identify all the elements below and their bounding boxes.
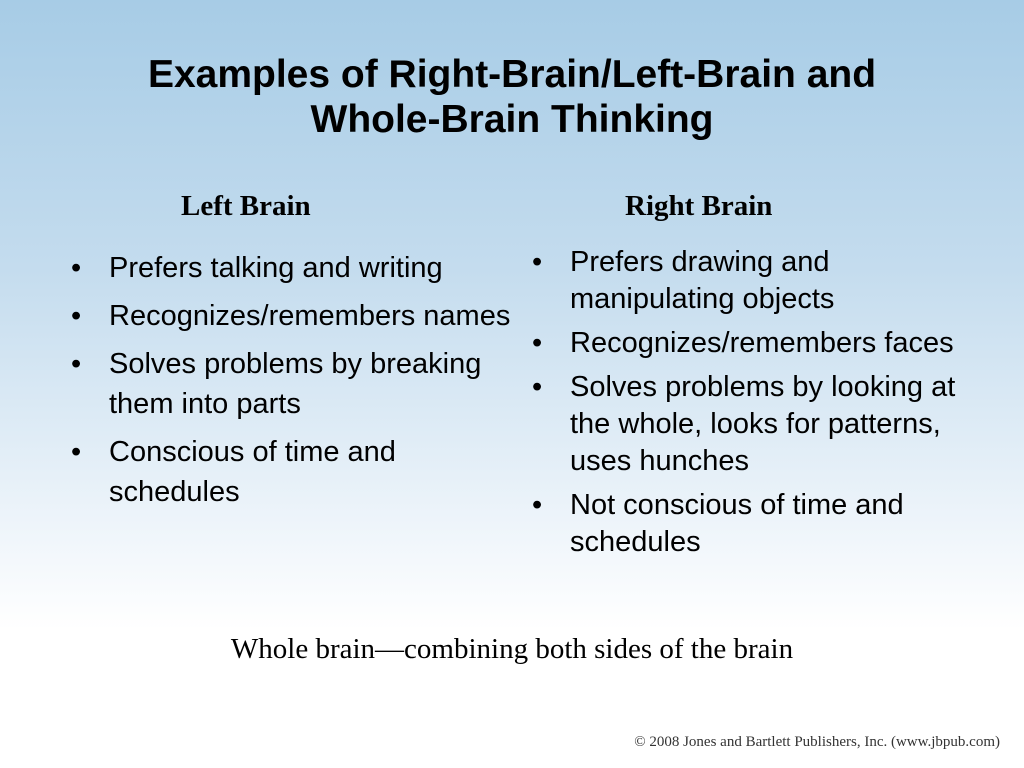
list-item: • Conscious of time and schedules [71, 432, 511, 512]
copyright-notice: © 2008 Jones and Bartlett Publishers, In… [634, 734, 1000, 750]
whole-brain-note: Whole brain—combining both sides of the … [230, 633, 794, 665]
bullet-icon: • [532, 489, 543, 521]
list-item-text: Recognizes/remembers faces [570, 327, 954, 359]
bullet-icon: • [532, 327, 543, 359]
slide-title-line-1: Examples of Right-Brain/Left-Brain and [147, 53, 877, 96]
list-item: • Recognizes/remembers names [71, 296, 511, 336]
list-item: • Solves problems by breaking them into p… [71, 344, 511, 424]
list-item: • Prefers talking and writing [71, 248, 511, 288]
list-item: • Solves problems by looking at the whole… [532, 369, 1002, 480]
list-item-text: Recognizes/remembers names [109, 300, 511, 332]
list-item-text: Conscious of time and schedules [109, 436, 396, 508]
bullet-icon: • [532, 371, 543, 403]
list-item-text: Not conscious of time and schedules [570, 489, 904, 558]
left-brain-heading: Left Brain [181, 190, 311, 222]
list-item: • Not conscious of time and schedules [532, 487, 1002, 561]
slide-title-line-2: Whole-Brain Thinking [310, 98, 714, 141]
list-item-text: Prefers drawing and manipulating objects [570, 246, 835, 315]
bullet-icon: • [71, 252, 82, 284]
bullet-icon: • [71, 300, 82, 332]
list-item-text: Solves problems by looking at the whole,… [570, 371, 956, 477]
bullet-icon: • [71, 348, 82, 380]
right-brain-list: • Prefers drawing and manipulating object… [532, 244, 1002, 568]
list-item-text: Prefers talking and writing [109, 252, 443, 284]
list-item: • Recognizes/remembers faces [532, 325, 1002, 362]
bullet-icon: • [71, 436, 82, 468]
bullet-icon: • [532, 246, 543, 278]
right-brain-heading: Right Brain [625, 190, 773, 222]
list-item-text: Solves problems by breaking them into pa… [109, 348, 482, 420]
list-item: • Prefers drawing and manipulating object… [532, 244, 1002, 318]
left-brain-list: • Prefers talking and writing • Recognizes… [71, 248, 511, 520]
slide-title: Examples of Right-Brain/Left-Brain and W… [0, 52, 1024, 142]
